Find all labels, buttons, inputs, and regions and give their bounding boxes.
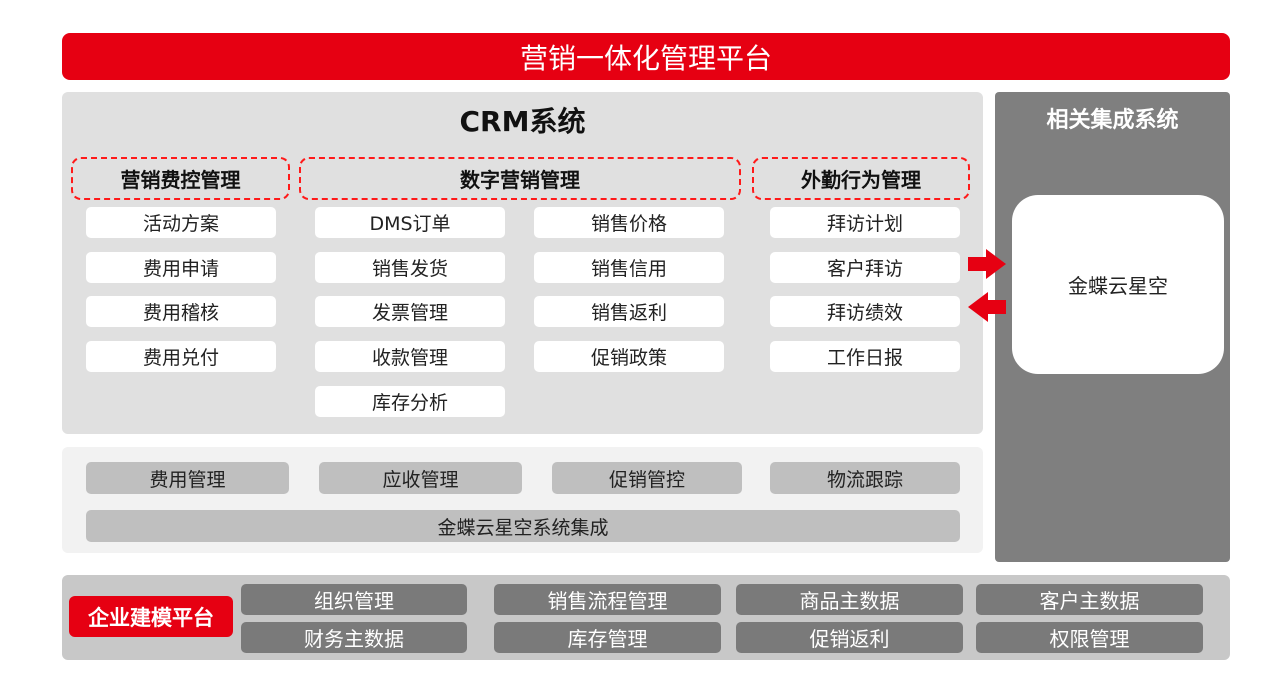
module-item[interactable]: 销售价格 xyxy=(534,207,724,238)
module-item[interactable]: 销售发货 xyxy=(315,252,505,283)
platform-item[interactable]: 组织管理 xyxy=(241,584,467,615)
platform-item[interactable]: 促销返利 xyxy=(736,622,963,653)
integration-button[interactable]: 费用管理 xyxy=(86,462,289,494)
module-item[interactable]: 工作日报 xyxy=(770,341,960,372)
module-item[interactable]: 费用稽核 xyxy=(86,296,276,327)
platform-title: 营销一体化管理平台 xyxy=(62,33,1230,80)
module-item[interactable]: 拜访绩效 xyxy=(770,296,960,327)
integration-button[interactable]: 应收管理 xyxy=(319,462,522,494)
platform-item[interactable]: 商品主数据 xyxy=(736,584,963,615)
kingdee-system-box[interactable]: 金蝶云星空 xyxy=(1012,195,1224,374)
module-item[interactable]: 拜访计划 xyxy=(770,207,960,238)
group-header-digital: 数字营销管理 xyxy=(299,157,741,200)
platform-item[interactable]: 财务主数据 xyxy=(241,622,467,653)
related-title: 相关集成系统 xyxy=(1046,108,1179,133)
modeling-platform-label: 企业建模平台 xyxy=(69,596,233,637)
arrow-right-icon xyxy=(968,249,1006,279)
module-item[interactable]: 库存分析 xyxy=(315,386,505,417)
arrow-left-icon xyxy=(968,292,1006,322)
module-item[interactable]: 发票管理 xyxy=(315,296,505,327)
module-item[interactable]: 销售返利 xyxy=(534,296,724,327)
platform-item[interactable]: 权限管理 xyxy=(976,622,1203,653)
module-item[interactable]: 客户拜访 xyxy=(770,252,960,283)
sync-arrows-icon xyxy=(968,249,1006,322)
module-item[interactable]: 费用申请 xyxy=(86,252,276,283)
integration-button[interactable]: 促销管控 xyxy=(552,462,742,494)
group-header-expense: 营销费控管理 xyxy=(71,157,290,200)
integration-bar[interactable]: 金蝶云星空系统集成 xyxy=(86,510,960,542)
group-header-field: 外勤行为管理 xyxy=(752,157,970,200)
module-item[interactable]: 销售信用 xyxy=(534,252,724,283)
module-item[interactable]: 活动方案 xyxy=(86,207,276,238)
platform-item[interactable]: 库存管理 xyxy=(494,622,721,653)
module-item[interactable]: DMS订单 xyxy=(315,207,505,238)
crm-title: CRM系统 xyxy=(459,105,586,138)
integration-button[interactable]: 物流跟踪 xyxy=(770,462,960,494)
module-item[interactable]: 促销政策 xyxy=(534,341,724,372)
module-item[interactable]: 费用兑付 xyxy=(86,341,276,372)
module-item[interactable]: 收款管理 xyxy=(315,341,505,372)
platform-item[interactable]: 客户主数据 xyxy=(976,584,1203,615)
platform-item[interactable]: 销售流程管理 xyxy=(494,584,721,615)
